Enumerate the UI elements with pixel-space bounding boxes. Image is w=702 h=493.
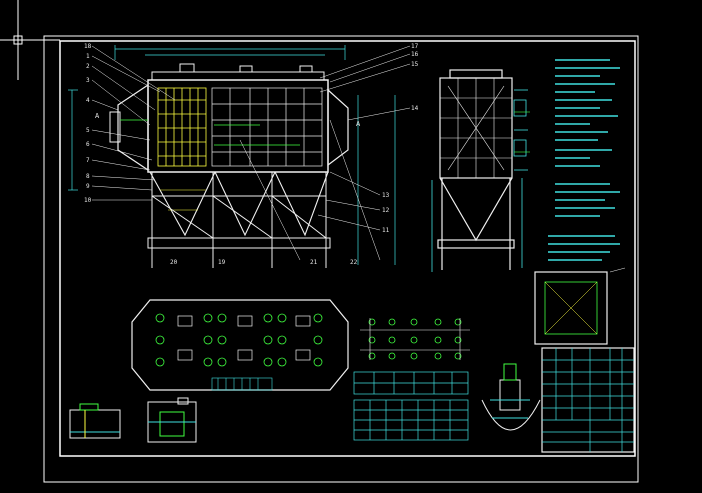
- callout-label: 10: [84, 197, 92, 204]
- anchor-hole: [434, 336, 442, 344]
- anchor-hole: [434, 318, 442, 326]
- anchor-hole: [277, 335, 287, 345]
- section-label-right: A: [356, 120, 361, 128]
- anchor-hole: [217, 313, 227, 323]
- anchor-hole: [454, 352, 462, 360]
- anchor-hole: [263, 357, 273, 367]
- parts-table-small: [353, 371, 469, 395]
- anchor-hole: [388, 352, 396, 360]
- callout-label: 13: [382, 192, 390, 199]
- section-label-left: A: [95, 112, 100, 120]
- detail-inlet-view: [534, 267, 626, 345]
- callout-label: 15: [411, 61, 419, 68]
- drawing-border: [43, 35, 639, 483]
- anchor-hole: [313, 335, 323, 345]
- anchor-hole: [368, 336, 376, 344]
- callouts-right: 17 16 15 14 13 12 11: [382, 43, 419, 234]
- callout-label: 9: [86, 183, 90, 190]
- technical-notes: [548, 59, 620, 261]
- anchor-hole: [454, 318, 462, 326]
- callout-label: 11: [382, 227, 390, 234]
- crosshair-cursor-icon: [0, 0, 60, 80]
- anchor-hole: [203, 313, 213, 323]
- callout-label: 21: [310, 259, 318, 266]
- anchor-hole: [368, 318, 376, 326]
- detail-anchor-bolt: [69, 403, 121, 439]
- foundation-plan: [360, 318, 470, 360]
- parts-table-large: [353, 399, 469, 441]
- callout-label: 5: [86, 127, 90, 134]
- callout-label: 19: [218, 259, 226, 266]
- callout-label: 6: [86, 141, 90, 148]
- callout-label: 17: [411, 43, 419, 50]
- callout-label: 18: [84, 43, 92, 50]
- anchor-hole: [277, 313, 287, 323]
- callout-label: 22: [350, 259, 358, 266]
- callout-label: 1: [86, 53, 90, 60]
- callout-label: 4: [86, 97, 90, 104]
- anchor-hole: [203, 335, 213, 345]
- front-elevation-view: [68, 45, 411, 268]
- anchor-hole: [203, 357, 213, 367]
- anchor-hole: [434, 352, 442, 360]
- side-elevation-view: [431, 69, 530, 272]
- anchor-hole: [217, 335, 227, 345]
- anchor-hole: [388, 336, 396, 344]
- anchor-hole: [410, 318, 418, 326]
- anchor-hole: [155, 335, 165, 345]
- anchor-hole: [277, 357, 287, 367]
- anchor-hole: [217, 357, 227, 367]
- callouts-left: 18 1 2 3 4 5 6 7 8 9 10: [84, 43, 92, 204]
- anchor-hole: [155, 313, 165, 323]
- callout-label: 2: [86, 63, 90, 70]
- anchor-hole: [155, 357, 165, 367]
- anchor-hole: [410, 336, 418, 344]
- callouts-bottom: 20 19 21 22: [170, 259, 358, 266]
- anchor-hole: [454, 336, 462, 344]
- anchor-hole: [263, 335, 273, 345]
- callout-label: 16: [411, 51, 419, 58]
- title-block: [541, 347, 635, 453]
- callout-label: 20: [170, 259, 178, 266]
- anchor-hole: [410, 352, 418, 360]
- detail-support-column: [147, 397, 197, 443]
- anchor-hole: [368, 352, 376, 360]
- anchor-hole: [313, 313, 323, 323]
- callout-label: 8: [86, 173, 90, 180]
- anchor-hole: [263, 313, 273, 323]
- callout-label: 14: [411, 105, 419, 112]
- callout-label: 3: [86, 77, 90, 84]
- plan-view: [131, 299, 349, 391]
- detail-ash-discharge: [481, 363, 541, 431]
- callout-label: 12: [382, 207, 390, 214]
- anchor-hole: [388, 318, 396, 326]
- callout-label: 7: [86, 157, 90, 164]
- anchor-hole: [313, 357, 323, 367]
